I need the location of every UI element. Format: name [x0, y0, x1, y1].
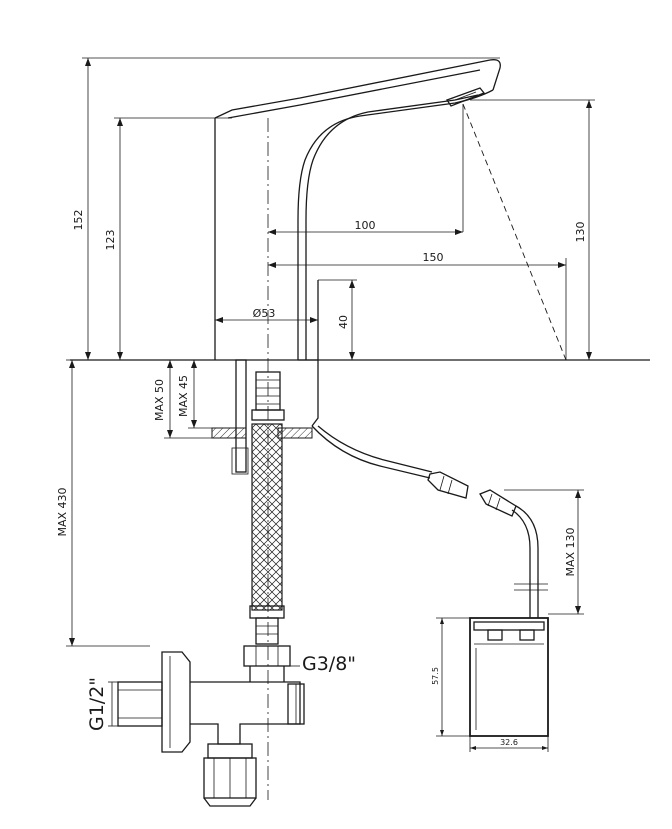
dim-130-label: 130 [574, 222, 587, 243]
dim-max-50-label: MAX 50 [153, 379, 166, 421]
dim-57-5 [436, 617, 470, 737]
dim-150 [268, 258, 567, 360]
dim-max-45-label: MAX 45 [177, 375, 190, 417]
dim-123-label: 123 [104, 230, 117, 251]
dim-130 [470, 99, 595, 360]
dim-diameter-label: Ø53 [253, 307, 276, 320]
dim-40 [318, 279, 357, 360]
dim-32-6-label: 32.6 [500, 738, 518, 747]
angle-valve [117, 651, 305, 807]
dim-57-5-label: 57.5 [431, 667, 440, 685]
hose-lower-fitting [243, 605, 291, 667]
faucet-body [214, 59, 501, 360]
dim-diameter [215, 317, 318, 323]
braided-hose [251, 423, 283, 611]
dim-150-label: 150 [423, 251, 444, 264]
dim-40-label: 40 [337, 315, 350, 329]
sensor-beam-line [462, 103, 567, 361]
mounting-assembly [211, 359, 319, 475]
thread-outlet-label: G3/8" [302, 653, 356, 675]
dim-max-45 [188, 360, 212, 429]
dim-g12 [108, 681, 118, 727]
dim-max-430-label: MAX 430 [56, 487, 69, 536]
dim-max-130 [504, 489, 584, 615]
dim-100-label: 100 [355, 219, 376, 232]
dim-152-label: 152 [72, 210, 85, 231]
dim-max-130-label: MAX 130 [564, 527, 577, 576]
dim-123 [114, 117, 215, 360]
control-box [469, 617, 549, 737]
dim-152 [82, 57, 500, 360]
dim-32-6 [469, 736, 549, 752]
dim-max-430 [66, 359, 150, 647]
thread-inlet-label: G1/2" [86, 677, 108, 731]
dim-100 [268, 229, 463, 235]
dim-max-50 [164, 359, 236, 439]
sensor-cable [311, 425, 548, 618]
